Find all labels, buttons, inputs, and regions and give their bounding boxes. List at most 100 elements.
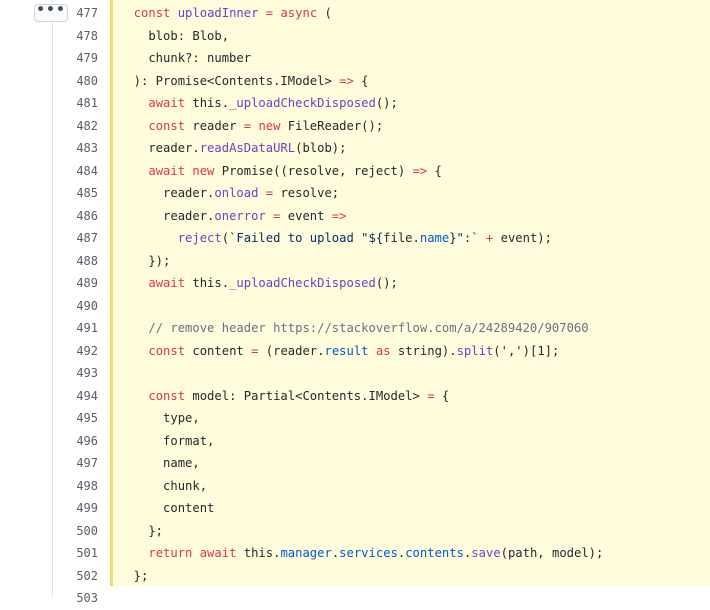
code-token: const	[148, 388, 186, 403]
code-token: =>	[331, 208, 347, 223]
code-line: 491 // remove header https://stackoverfl…	[0, 317, 710, 340]
code-line: 477 const uploadInner = async (	[0, 2, 710, 25]
line-number[interactable]: 502	[76, 568, 98, 583]
code-token: {	[353, 73, 369, 88]
line-number[interactable]: 478	[76, 28, 98, 43]
line-number[interactable]: 499	[76, 501, 98, 515]
code-token	[119, 321, 148, 335]
code-token: (	[317, 6, 332, 20]
code-token: (path, model);	[500, 546, 604, 560]
code-token: =	[251, 343, 259, 358]
code-token: =	[265, 6, 274, 20]
line-number[interactable]: 485	[76, 186, 98, 200]
code-token	[119, 164, 148, 178]
code-token: reader	[185, 118, 244, 133]
code-text: const uploadInner = async (	[119, 2, 332, 25]
code-text: await this._uploadCheckDisposed();	[119, 92, 397, 115]
line-number[interactable]: 503	[76, 591, 98, 605]
code-line: 499 content	[0, 497, 710, 520]
line-number[interactable]: 497	[76, 456, 98, 470]
line-number[interactable]: 486	[76, 208, 98, 223]
code-token: ): Promise<Contents.IModel>	[119, 73, 340, 88]
line-number[interactable]: 487	[76, 231, 98, 245]
code-token: .	[463, 546, 472, 560]
code-line: 496 format,	[0, 430, 710, 453]
line-number[interactable]: 491	[76, 321, 98, 335]
diff-marker-bar	[110, 0, 113, 586]
code-token	[266, 209, 273, 223]
line-number[interactable]: 490	[76, 298, 98, 313]
code-token: string).	[390, 343, 457, 358]
line-number[interactable]: 500	[76, 523, 98, 538]
ellipsis-icon: •••	[36, 2, 66, 18]
code-line: 500 };	[0, 520, 710, 543]
code-token: this.	[236, 546, 281, 560]
code-line: 502 };	[0, 565, 710, 588]
line-number[interactable]: 496	[76, 433, 98, 448]
code-token: new	[258, 118, 281, 133]
code-line: 501 return await this.manager.services.c…	[0, 542, 710, 565]
code-token: this.	[185, 96, 230, 110]
line-number[interactable]: 498	[76, 478, 98, 493]
code-token	[119, 546, 148, 560]
code-token: reader.	[119, 186, 215, 200]
code-line: 488 });	[0, 250, 710, 273]
line-number[interactable]: 493	[76, 366, 98, 380]
code-text: reject(`Failed to upload "${file.name}":…	[119, 227, 552, 250]
code-token: await	[148, 96, 186, 110]
line-number[interactable]: 484	[76, 163, 98, 178]
line-number[interactable]: 480	[76, 73, 98, 88]
code-token: =>	[339, 73, 354, 88]
code-token: };	[119, 568, 149, 583]
code-line: 479 chunk?: number	[0, 47, 710, 70]
line-number[interactable]: 494	[76, 388, 98, 403]
line-number[interactable]: 492	[76, 343, 98, 358]
code-text: });	[119, 250, 170, 273]
code-token: FileReader();	[280, 118, 384, 133]
code-token: =	[427, 388, 435, 403]
code-token: =	[265, 186, 274, 200]
code-line: 490	[0, 295, 710, 318]
line-number[interactable]: 477	[76, 6, 98, 20]
code-token	[119, 276, 148, 290]
code-token: save	[471, 546, 501, 560]
code-token: event);	[493, 231, 552, 245]
code-line: 486 reader.onerror = event =>	[0, 205, 710, 228]
code-token: const	[148, 118, 186, 133]
code-token: const	[133, 6, 178, 20]
line-number[interactable]: 481	[76, 96, 98, 110]
code-token: _uploadCheckDisposed	[229, 276, 376, 290]
code-token: event	[280, 208, 332, 223]
line-number[interactable]: 501	[76, 546, 98, 560]
code-line: 481 await this._uploadCheckDisposed();	[0, 92, 710, 115]
expand-lines-button[interactable]: •••	[34, 2, 68, 22]
line-number[interactable]: 479	[76, 51, 98, 65]
code-token: contents	[405, 546, 464, 560]
line-number[interactable]: 482	[76, 118, 98, 133]
code-token: content	[119, 501, 215, 515]
code-token: await	[148, 276, 186, 290]
code-token: manager	[280, 546, 332, 560]
code-token: reader.	[119, 141, 200, 155]
code-token: name,	[119, 456, 200, 470]
code-token: name	[419, 231, 450, 245]
code-token: readAsDataURL	[199, 141, 296, 155]
code-token: uploadInner	[177, 6, 259, 20]
code-token: reject	[177, 231, 222, 245]
code-token: services	[339, 546, 398, 560]
code-text: reader.readAsDataURL(blob);	[119, 137, 346, 160]
code-text: reader.onerror = event =>	[119, 205, 347, 228]
code-token: this.	[185, 276, 230, 290]
code-token: =>	[412, 163, 428, 178]
line-number[interactable]: 495	[76, 411, 98, 425]
code-line: 480 ): Promise<Contents.IModel> => {	[0, 70, 710, 93]
code-text: ): Promise<Contents.IModel> => {	[119, 70, 369, 93]
code-token: chunk?: number	[119, 51, 252, 65]
code-line: 495 type,	[0, 407, 710, 430]
line-number[interactable]: 489	[76, 276, 98, 290]
code-token: as	[375, 343, 391, 358]
line-number[interactable]: 483	[76, 141, 98, 155]
code-token: )[1];	[522, 343, 560, 358]
line-number-gutter	[0, 0, 110, 597]
line-number[interactable]: 488	[76, 253, 98, 268]
